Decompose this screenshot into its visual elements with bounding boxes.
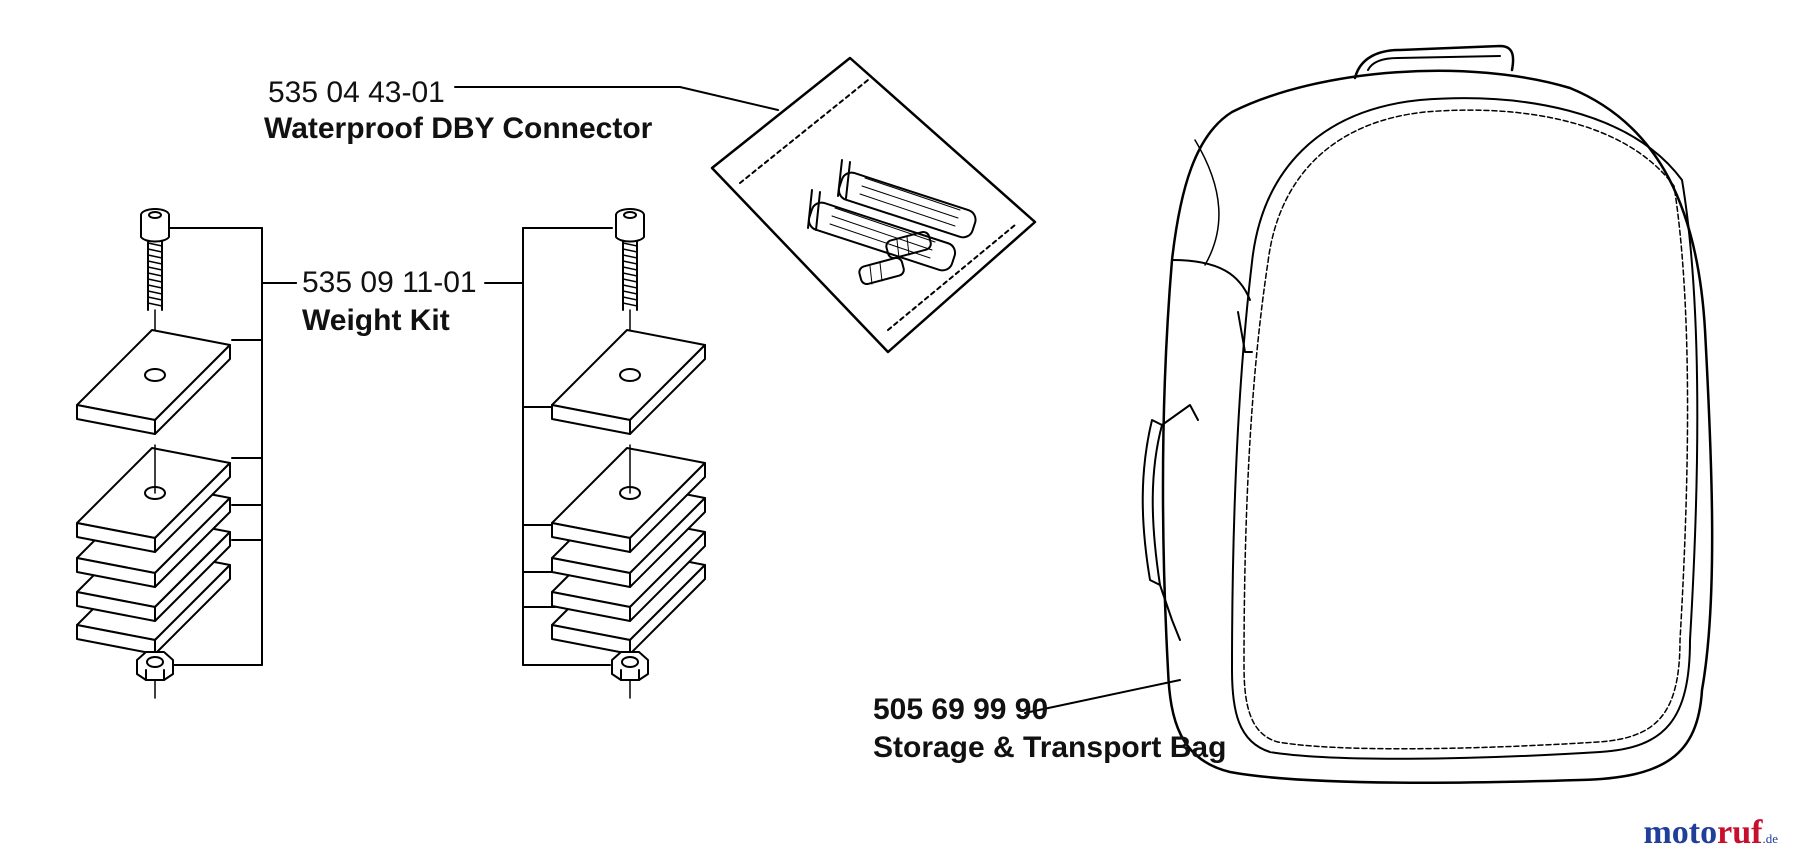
connector-plug [858,256,905,286]
watermark-logo: motoruf.de [1643,814,1778,852]
connector-part-number: 535 04 43-01 [268,76,445,109]
weight-kit-name: Weight Kit [302,304,450,337]
connector-bag-illustration [710,56,1037,354]
bolt-hole [619,368,641,382]
bag-part-number: 505 69 99 90 [873,693,1049,726]
weight-stack-left [76,208,231,699]
weight-plate [551,329,706,435]
connector-plug [885,230,932,260]
watermark-suffix: .de [1762,831,1778,846]
weight-plate [76,447,231,553]
bolt-hole [144,368,166,382]
weight-plate [76,329,231,435]
nut [611,651,649,699]
bolt [615,208,645,366]
watermark-brand-left: moto [1643,814,1718,851]
watermark-brand-right: ruf [1717,814,1763,851]
nut [136,651,174,699]
connector-name: Waterproof DBY Connector [264,112,653,145]
weight-plate [551,447,706,553]
weight-kit-bracket-right [484,227,613,666]
storage-bag-illustration [1141,44,1714,784]
weight-kit-part-number: 535 09 11-01 [302,266,477,299]
connector-leader-line [454,86,779,111]
bag-leader-line [1024,679,1181,714]
bag-name: Storage & Transport Bag [873,731,1227,764]
connector-part [837,159,977,239]
weight-stack-right [551,208,706,699]
